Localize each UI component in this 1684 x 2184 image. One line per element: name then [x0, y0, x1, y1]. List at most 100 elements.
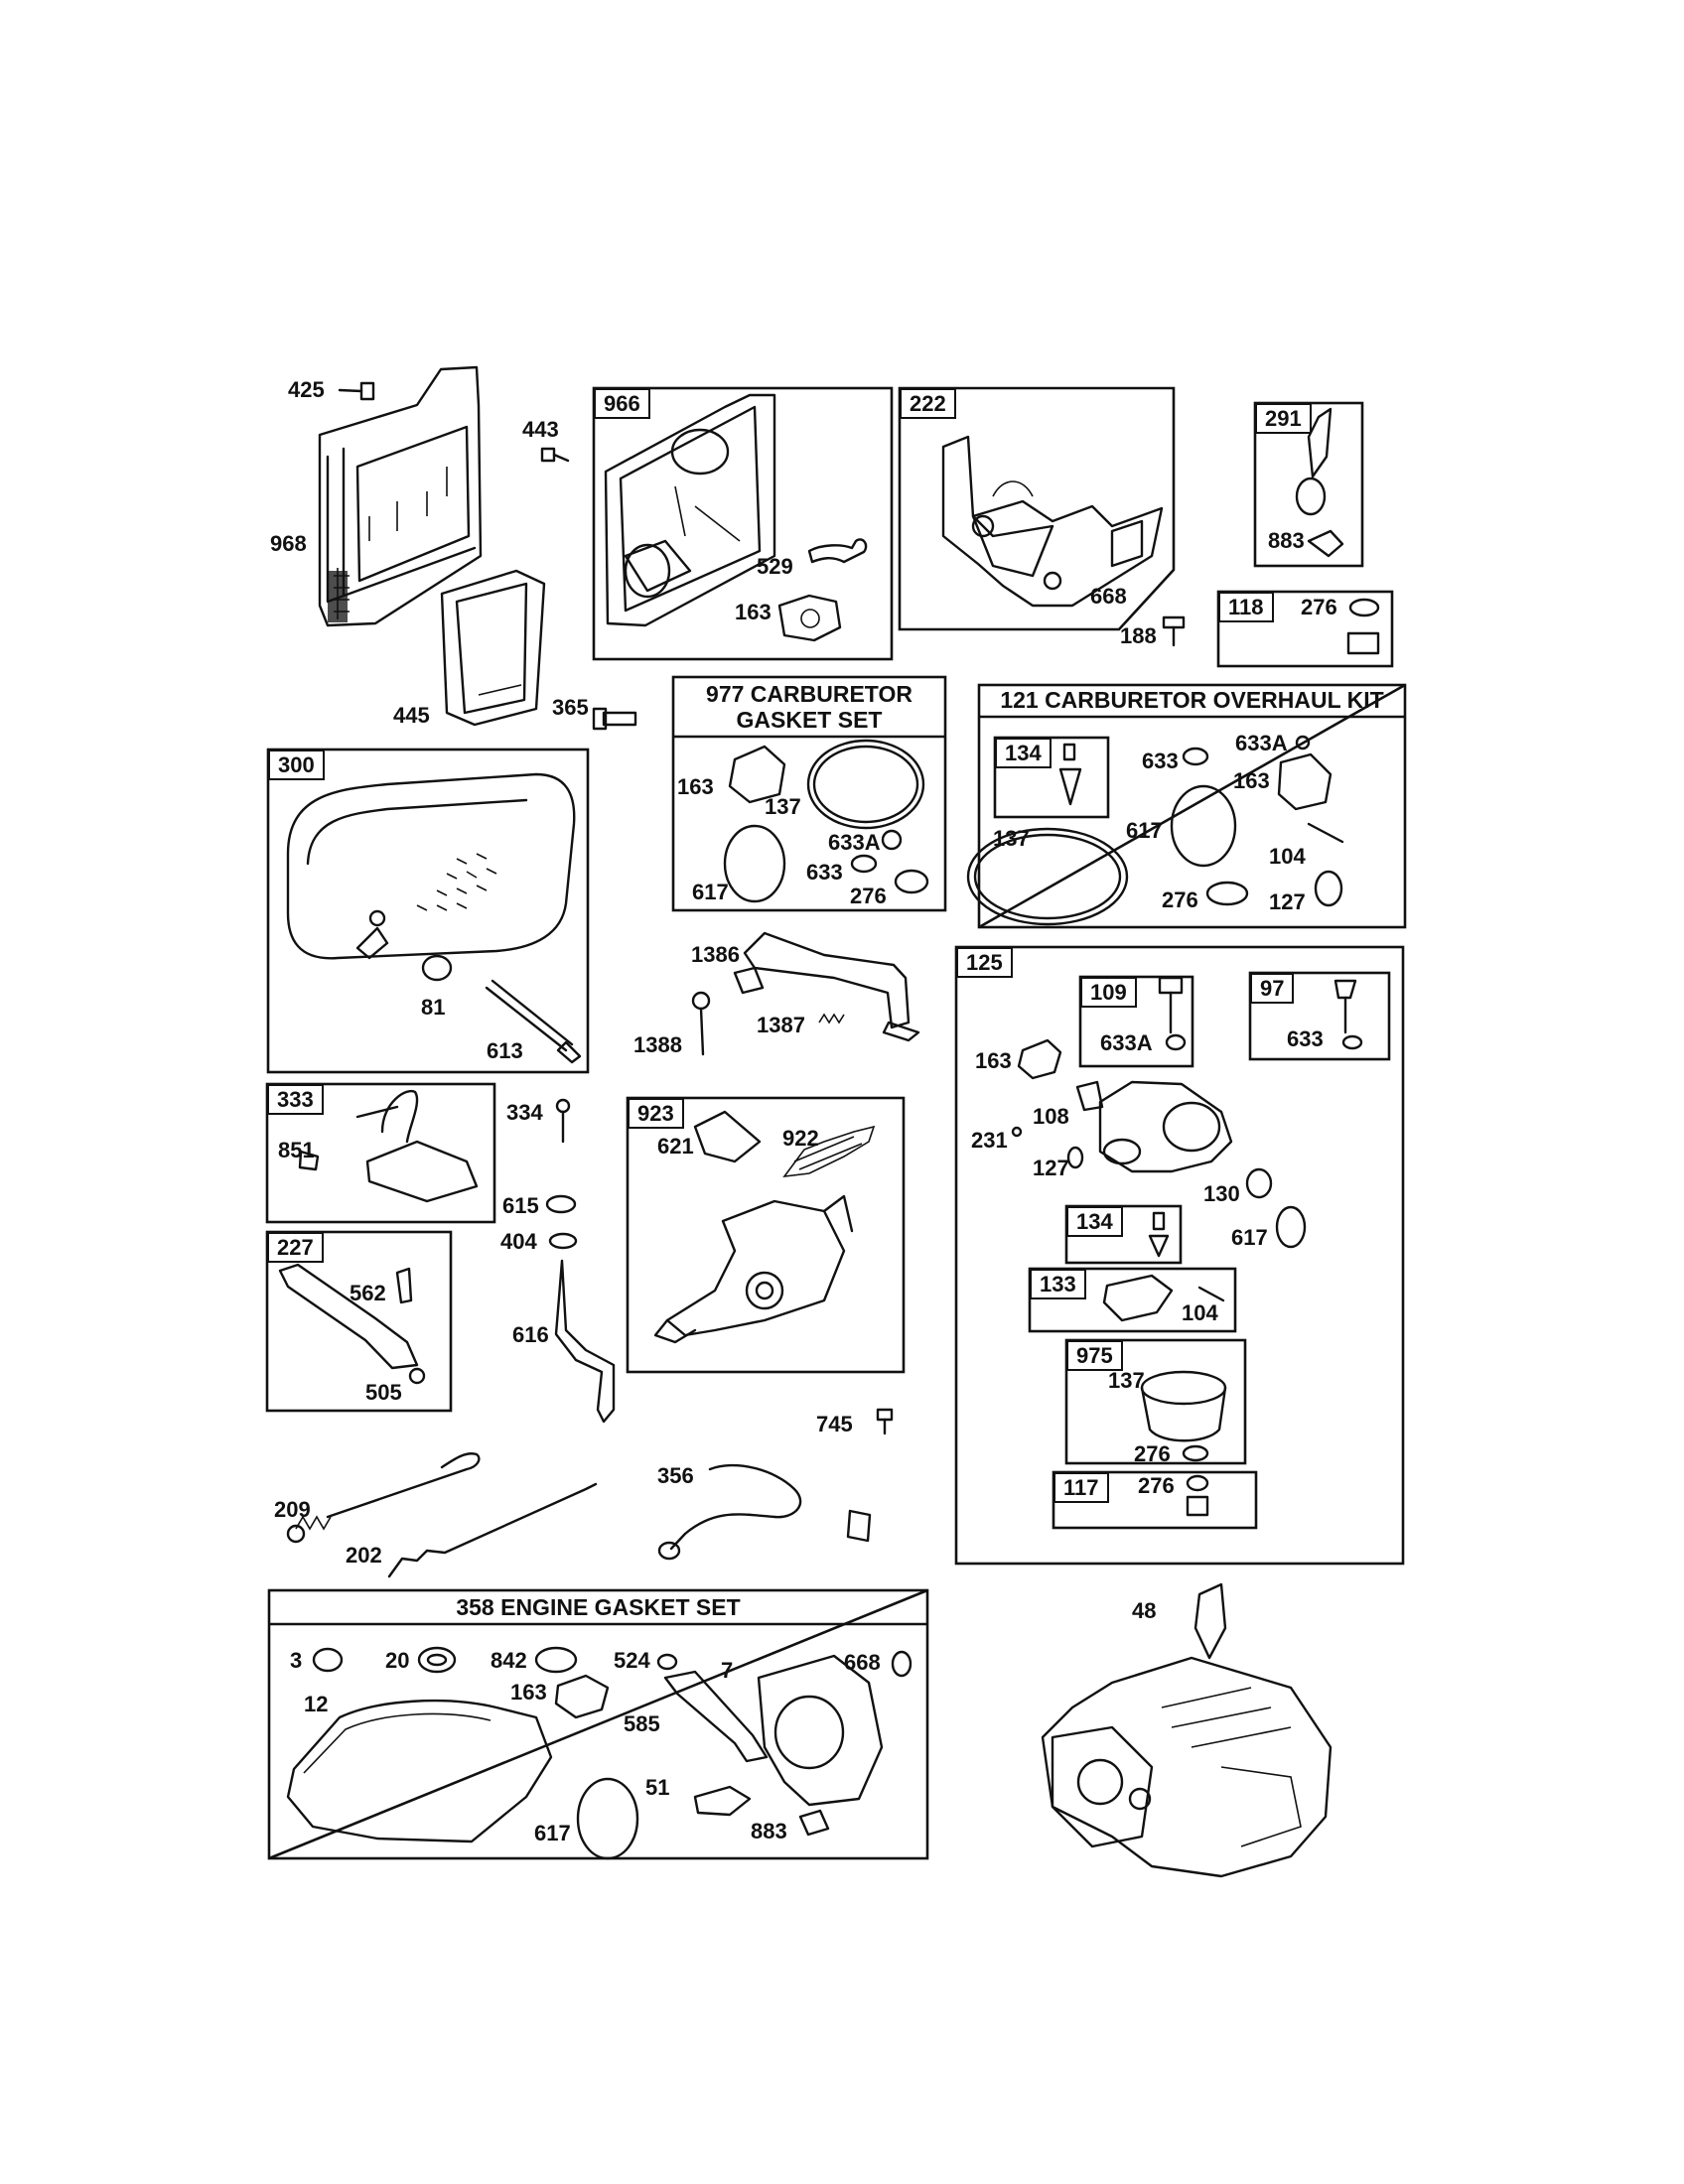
callout-505: 505 — [365, 1380, 402, 1405]
callout-365: 365 — [552, 695, 589, 720]
screw-188 — [1162, 615, 1186, 647]
callout-922: 922 — [782, 1126, 819, 1151]
callout-231: 231 — [971, 1128, 1008, 1153]
callout-883-291: 883 — [1268, 528, 1305, 553]
callout-524: 524 — [614, 1648, 650, 1673]
callout-668-358: 668 — [844, 1650, 881, 1675]
callout-334: 334 — [506, 1100, 543, 1125]
group-label-923: 923 — [628, 1098, 684, 1130]
callout-633-121: 633 — [1142, 749, 1179, 773]
callout-7: 7 — [721, 1658, 734, 1683]
callout-615: 615 — [502, 1193, 539, 1218]
callout-81: 81 — [421, 995, 446, 1020]
callout-529: 529 — [757, 554, 793, 579]
callout-356: 356 — [657, 1463, 694, 1488]
callout-745: 745 — [816, 1412, 853, 1436]
governor-control-923 — [653, 1110, 876, 1344]
callout-163-121: 163 — [1233, 768, 1270, 793]
callout-127-121: 127 — [1269, 889, 1306, 914]
group-label-300: 300 — [268, 750, 325, 781]
callout-633A-121: 633A — [1235, 731, 1288, 755]
kit-121-diagonal — [978, 683, 1406, 929]
callout-276-117: 276 — [1138, 1473, 1175, 1498]
frame-977 — [671, 675, 947, 912]
callout-842: 842 — [491, 1648, 527, 1673]
gasket-163-966 — [777, 594, 842, 642]
frame-118 — [1216, 590, 1394, 668]
group-label-109: 109 — [1080, 977, 1137, 1009]
frame-923 — [626, 1096, 906, 1374]
callout-613: 613 — [487, 1038, 523, 1063]
callout-668-222: 668 — [1090, 584, 1127, 609]
screw-745 — [876, 1408, 894, 1435]
callout-163-977: 163 — [677, 774, 714, 799]
frame-333 — [265, 1082, 496, 1224]
kit-977-title: 977 CARBURETOR GASKET SET — [673, 681, 945, 734]
group-label-118: 118 — [1218, 592, 1274, 623]
bolt-613 — [485, 979, 582, 1064]
kit-977-title-line1: 977 CARBURETOR — [706, 681, 912, 707]
callout-562: 562 — [350, 1281, 386, 1305]
gasket-set-977 — [723, 739, 929, 903]
kit-358-title: 358 ENGINE GASKET SET — [456, 1594, 741, 1620]
callout-104-121: 104 — [1269, 844, 1306, 869]
callout-1386: 1386 — [691, 942, 740, 967]
screw-443 — [540, 447, 570, 463]
screw-425 — [338, 381, 375, 401]
callout-202: 202 — [346, 1543, 382, 1568]
callout-851: 851 — [278, 1138, 315, 1162]
group-label-333: 333 — [267, 1084, 324, 1116]
callout-130: 130 — [1203, 1181, 1240, 1206]
callout-188: 188 — [1120, 623, 1157, 648]
frame-121 — [977, 683, 1407, 929]
callout-883-358: 883 — [751, 1819, 787, 1843]
callout-617-121: 617 — [1126, 818, 1163, 843]
callout-163-358: 163 — [510, 1680, 547, 1705]
kit-121-title: 121 CARBURETOR OVERHAUL KIT — [1000, 687, 1384, 713]
callout-127-125: 127 — [1033, 1156, 1069, 1180]
group-label-227: 227 — [267, 1232, 324, 1264]
callout-12: 12 — [304, 1692, 329, 1716]
spring-1387 — [818, 1013, 845, 1024]
fuel-line-356 — [657, 1463, 872, 1561]
callout-443: 443 — [522, 417, 559, 442]
frame-97 — [1248, 971, 1391, 1061]
link-202 — [387, 1482, 598, 1578]
brake-227 — [278, 1263, 426, 1385]
callout-404: 404 — [500, 1229, 537, 1254]
group-label-97: 97 — [1250, 973, 1295, 1005]
carb-kit-parts-125 — [1011, 976, 1363, 1517]
callout-621: 621 — [657, 1134, 694, 1159]
callout-137-975: 137 — [1108, 1368, 1145, 1393]
callout-1387: 1387 — [757, 1013, 805, 1037]
callout-633-977: 633 — [806, 860, 843, 885]
frame-966 — [592, 386, 894, 661]
frame-125 — [954, 945, 1405, 1566]
callout-108: 108 — [1033, 1104, 1069, 1129]
control-bracket — [941, 435, 1164, 608]
crankcase-48 — [1041, 1582, 1333, 1878]
frame-358 — [267, 1588, 929, 1860]
callout-968: 968 — [270, 531, 307, 556]
callout-137-977: 137 — [765, 794, 801, 819]
callout-1388: 1388 — [633, 1032, 682, 1057]
spring-209 — [286, 1452, 481, 1544]
engine-gasket-parts — [286, 1646, 912, 1860]
callout-445: 445 — [393, 703, 430, 728]
group-label-966: 966 — [594, 388, 650, 420]
callout-616: 616 — [512, 1322, 549, 1347]
group-label-117: 117 — [1053, 1472, 1109, 1504]
callout-276-121: 276 — [1162, 887, 1198, 912]
frame-222 — [898, 386, 1176, 631]
frame-975 — [1064, 1338, 1247, 1465]
callout-633A-109: 633A — [1100, 1030, 1153, 1055]
group-label-134-carb: 134 — [1066, 1206, 1123, 1238]
armature-333 — [298, 1089, 479, 1203]
callout-51: 51 — [645, 1775, 670, 1800]
callout-209: 209 — [274, 1497, 311, 1522]
callout-20: 20 — [385, 1648, 410, 1673]
washers-615-404 — [545, 1194, 578, 1250]
governor-lever-1386 — [733, 931, 920, 1042]
screw-365 — [592, 707, 637, 731]
